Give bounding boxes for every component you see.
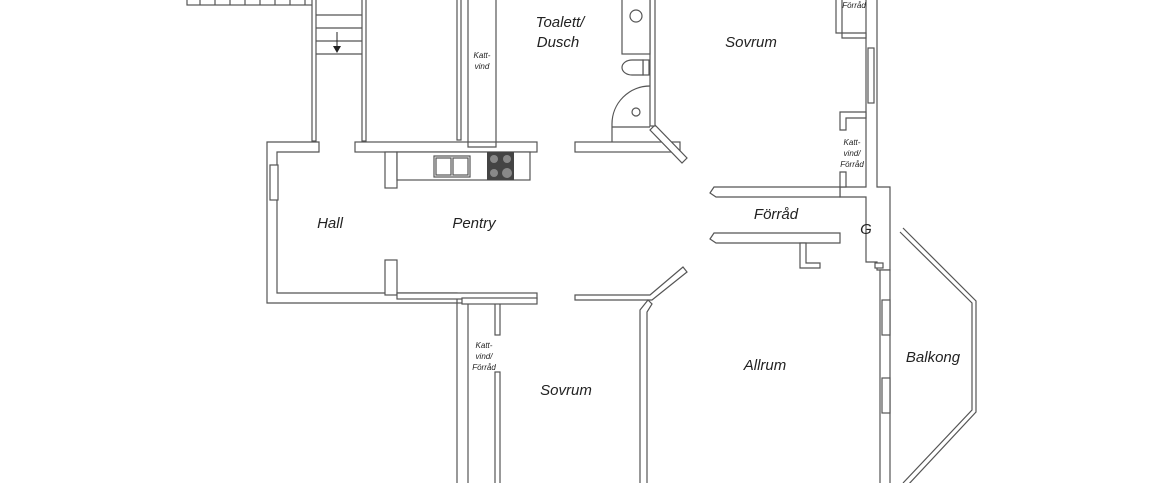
room-label-bedroom-top: Sovrum <box>725 34 777 51</box>
room-label-g: G <box>860 221 872 238</box>
attic-label-right-2: vind/ <box>844 149 862 158</box>
room-label-hall: Hall <box>317 215 344 232</box>
bathroom-sink-icon <box>621 0 651 55</box>
room-label-storage: Förråd <box>754 206 799 223</box>
toilet-icon <box>621 59 650 76</box>
room-label-pentry: Pentry <box>452 215 497 232</box>
attic-label-right: Katt- <box>844 138 861 147</box>
window <box>867 47 875 104</box>
stair-down-arrow-icon <box>333 32 341 53</box>
storage-label-top-right: Förråd <box>842 1 866 10</box>
stove-icon <box>487 152 514 180</box>
attic-label-right-3: Förråd <box>840 160 864 169</box>
attic-label-top: Katt- <box>474 51 491 60</box>
attic-label-bottom-3: Förråd <box>472 363 496 372</box>
shower-icon <box>611 85 651 142</box>
windows <box>269 47 891 414</box>
attic-label-bottom-2: vind/ <box>476 352 494 361</box>
window <box>881 299 891 336</box>
room-label-bath: Toalett/ <box>536 14 586 31</box>
room-label-bath-2: Dusch <box>537 34 580 51</box>
staircase <box>186 0 367 142</box>
window <box>269 164 279 201</box>
kitchen-sink-icon <box>433 155 471 178</box>
attic-label-bottom: Katt- <box>476 341 493 350</box>
room-label-balcony: Balkong <box>906 349 961 366</box>
window <box>881 377 891 414</box>
room-label-bedroom-bottom: Sovrum <box>540 382 592 399</box>
attic-label-top-2: vind <box>475 62 490 71</box>
room-label-living: Allrum <box>743 357 787 374</box>
